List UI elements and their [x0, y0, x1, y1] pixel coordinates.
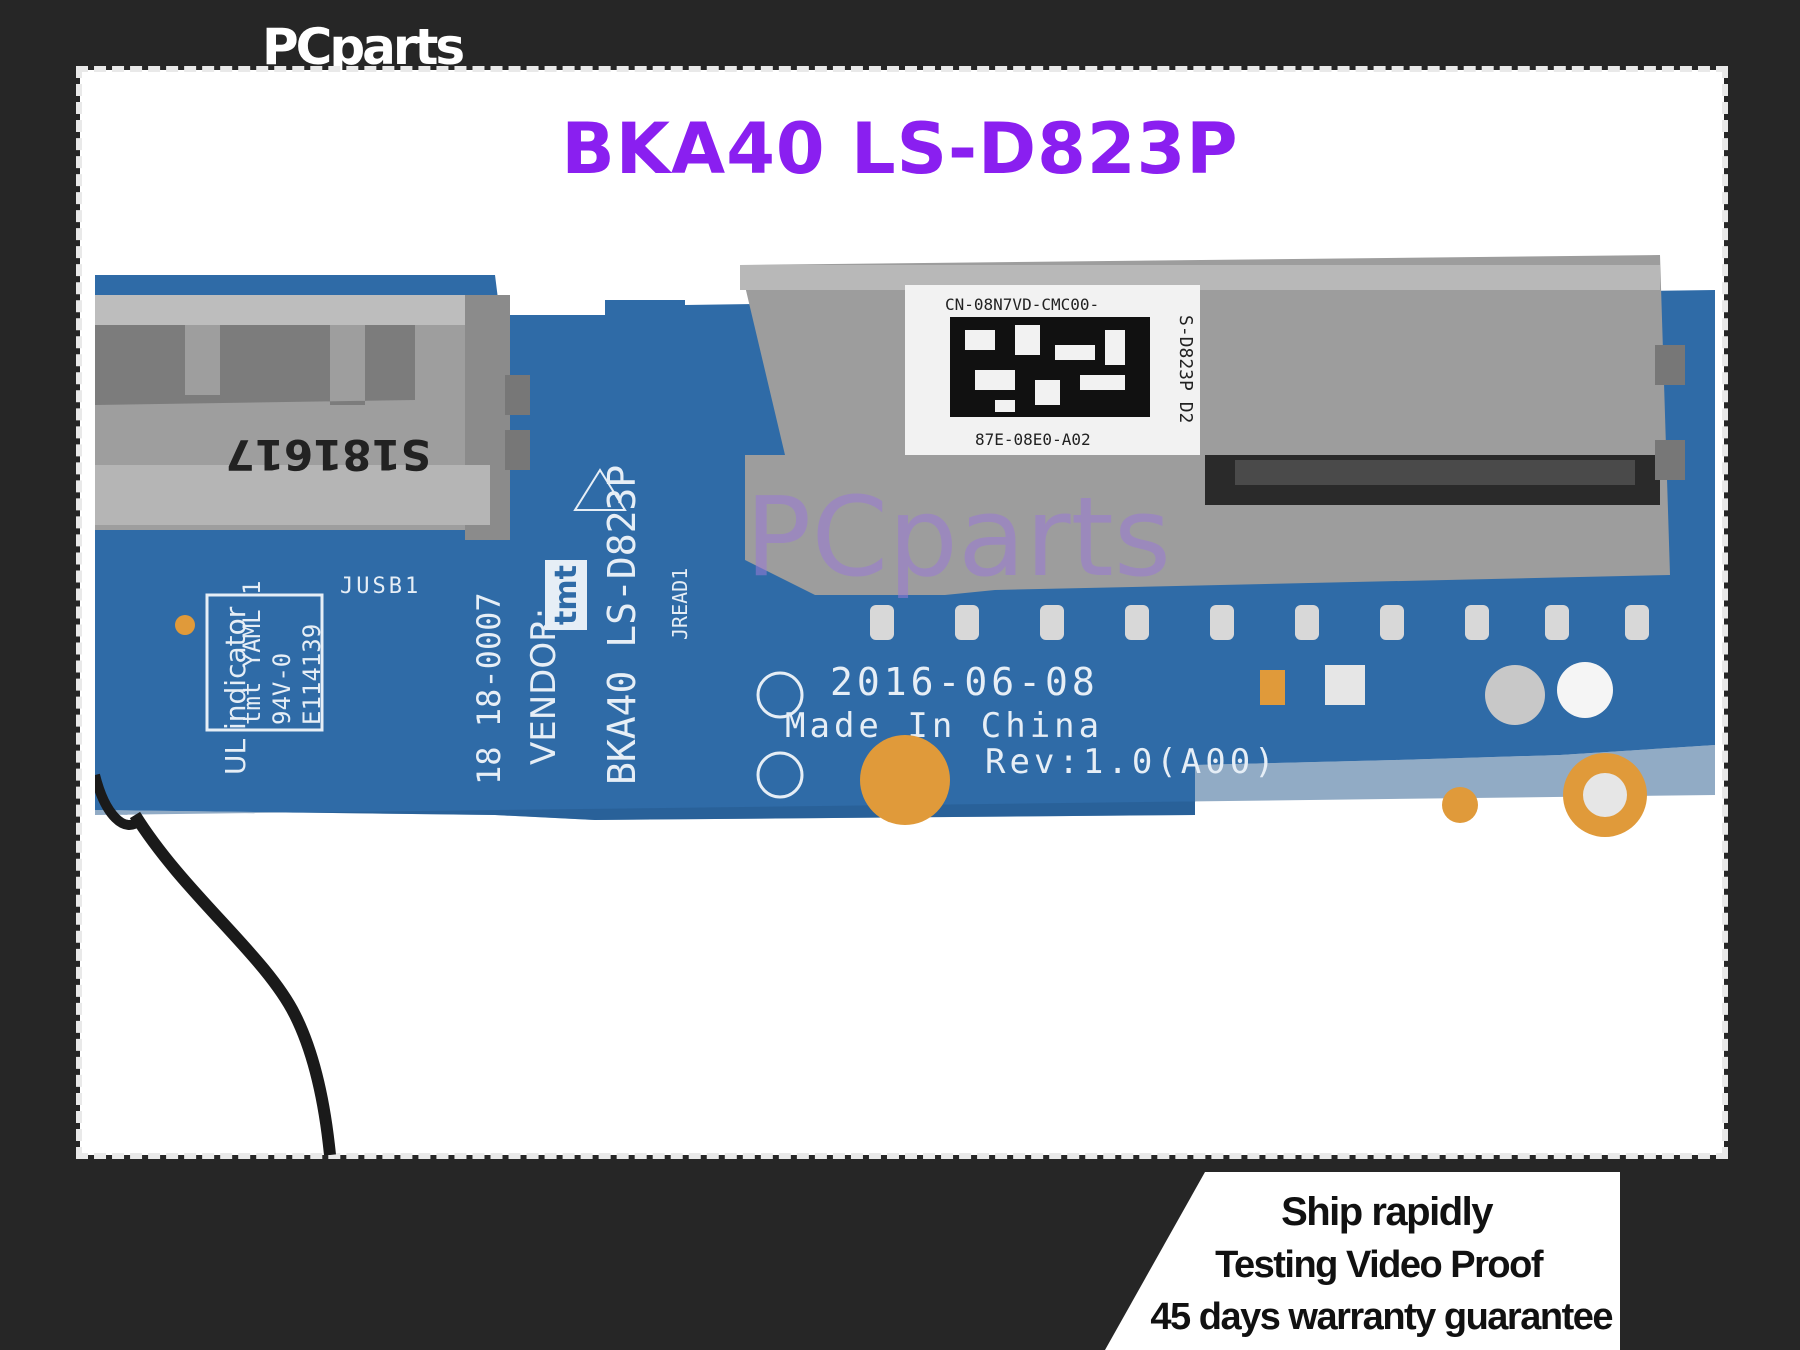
- badge-line-2: Testing Video Proof: [1215, 1244, 1543, 1286]
- sticker-side: S-D823P D2: [1175, 315, 1196, 423]
- solder-pins: [870, 605, 1649, 640]
- sticker-top: CN-08N7VD-CMC00-: [945, 295, 1099, 314]
- jread-label: JREAD1: [668, 568, 692, 640]
- brand-logo: PCparts: [262, 18, 465, 76]
- badge-line-1: Ship rapidly: [1281, 1190, 1493, 1234]
- usb-marking: S181617: [225, 430, 431, 479]
- product-title: BKA40 LS-D823P: [561, 108, 1239, 190]
- ul-code-2: 94V-0: [268, 653, 296, 725]
- vendor-label: VENDOR:: [524, 608, 564, 765]
- board-rev: Rev:1.0(A00): [985, 742, 1279, 782]
- board-model: BKA40 LS-D823P: [600, 465, 644, 785]
- board-date: 2016-06-08: [830, 660, 1099, 704]
- watermark: PCparts: [745, 473, 1171, 601]
- badge-line-3: 45 days warranty guarantee: [1150, 1296, 1613, 1338]
- vendor-logo: tmt: [549, 565, 584, 625]
- black-cable: [129, 811, 336, 1155]
- ul-code-1: tmt YAML 1: [238, 581, 266, 726]
- ul-indicator: UL indicator: [219, 606, 252, 775]
- usb-connector: [95, 295, 530, 540]
- ul-code-3: E114139: [298, 624, 326, 725]
- solder-pad: [860, 735, 950, 825]
- side-code: 18 18-0007: [470, 592, 508, 785]
- usb-label: JUSB1: [340, 574, 421, 599]
- guarantee-badge: Ship rapidly Testing Video Proof 45 days…: [1105, 1172, 1620, 1350]
- board-photo: S181617 JUSB1 UL indicator tmt YAML 1 94…: [95, 255, 1715, 1155]
- sticker-bottom: 87E-08E0-A02: [975, 430, 1091, 449]
- made-in: Made In China: [785, 706, 1103, 746]
